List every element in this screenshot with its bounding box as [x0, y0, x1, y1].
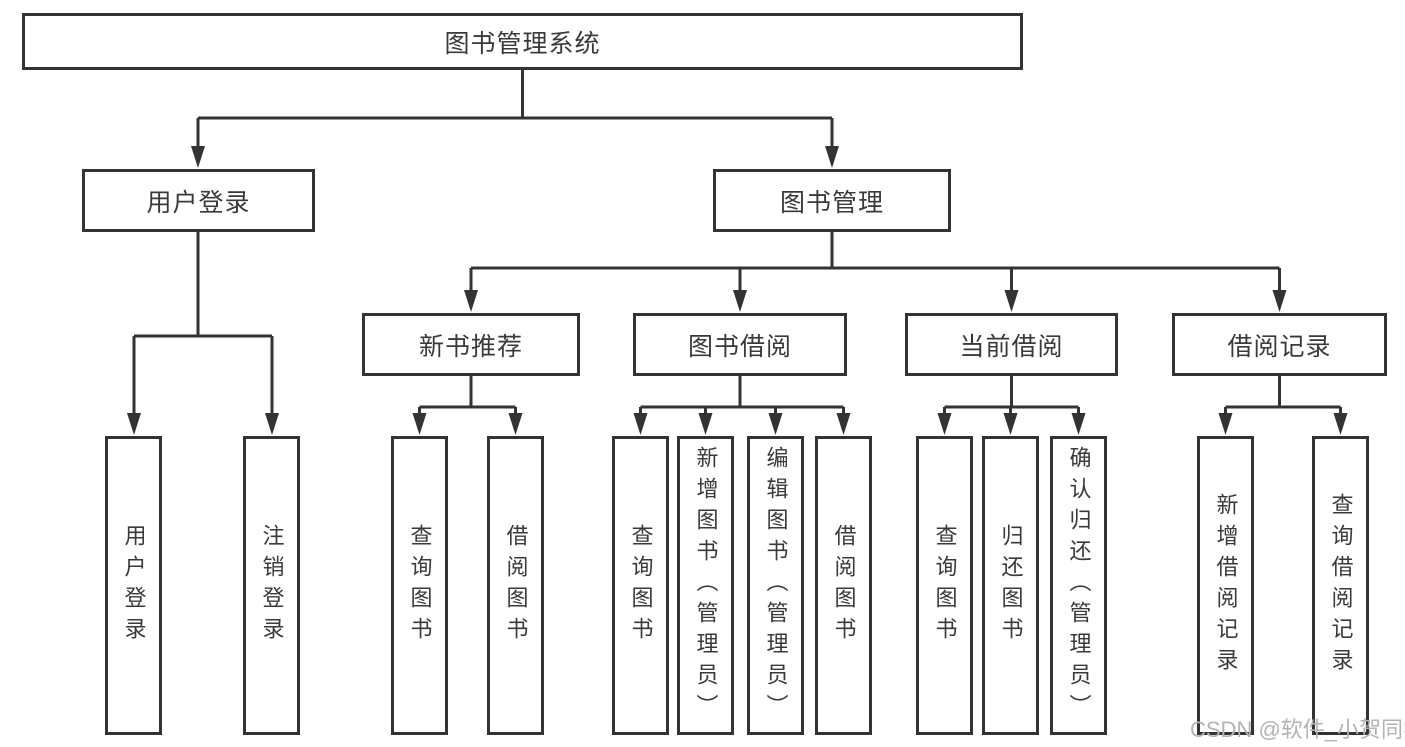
arrowhead: [825, 146, 839, 168]
leaf-query-borrow-record: 查询借阅记录: [1312, 436, 1369, 735]
leaf-borrow-book-rec: 借阅图书: [487, 436, 544, 735]
leaf-add-borrow-record: 新增借阅记录: [1197, 436, 1254, 735]
leaf-query-book-current: 查询图书: [916, 436, 973, 735]
node-borrow-record: 借阅记录: [1172, 313, 1387, 376]
leaf-edit-book: 编辑图书（管理员）: [747, 436, 804, 735]
node-root-label: 图书管理系统: [444, 29, 601, 58]
leaf-confirm-return: 确认归还（管理员）: [1050, 436, 1107, 735]
leaf-borrow-book-rec-label: 借阅图书: [503, 523, 529, 648]
leaf-confirm-return-label: 确认归还（管理员）: [1066, 446, 1092, 725]
arrowhead: [265, 413, 279, 435]
leaf-query-borrow-record-label: 查询借阅记录: [1328, 492, 1354, 679]
wire-new-book-rec-to-leaves: [418, 376, 517, 417]
leaf-query-book-borrow-label: 查询图书: [628, 523, 654, 648]
node-book-borrow: 图书借阅: [633, 313, 847, 376]
arrowhead: [1272, 290, 1287, 312]
node-current-borrow-label: 当前借阅: [959, 332, 1064, 361]
arrowhead: [1003, 413, 1018, 435]
arrowhead: [1071, 413, 1086, 435]
leaf-borrow-book-borrow: 借阅图书: [815, 436, 872, 735]
arrowhead: [836, 413, 851, 435]
wire-user-login-to-leaves: [132, 232, 274, 417]
arrowhead: [464, 290, 478, 312]
arrowhead: [768, 413, 783, 435]
wire-book-mgmt-to-level3: [469, 232, 1281, 294]
node-book-mgmt-label: 图书管理: [779, 188, 884, 217]
arrowhead: [937, 413, 952, 435]
leaf-query-book-current-label: 查询图书: [932, 523, 958, 648]
node-current-borrow: 当前借阅: [905, 313, 1118, 376]
leaf-logout-label: 注销登录: [259, 523, 285, 648]
leaf-user-login-label: 用户登录: [121, 523, 147, 648]
arrowhead: [633, 413, 648, 435]
node-new-book-rec-label: 新书推荐: [418, 332, 523, 361]
arrowhead: [127, 413, 141, 435]
node-root: 图书管理系统: [22, 13, 1023, 70]
node-user-login: 用户登录: [82, 169, 315, 232]
node-borrow-record-label: 借阅记录: [1227, 332, 1332, 361]
arrowhead: [1333, 413, 1348, 435]
wire-current-borrow-to-leaves: [943, 376, 1080, 417]
wire-borrow-record-to-leaves: [1224, 376, 1342, 417]
arrowheads: [127, 146, 1348, 435]
leaf-add-borrow-record-label: 新增借阅记录: [1213, 492, 1239, 679]
leaf-borrow-book-borrow-label: 借阅图书: [831, 523, 857, 648]
node-book-mgmt: 图书管理: [713, 169, 951, 232]
wire-book-borrow-to-leaves: [639, 376, 845, 417]
wire-root-to-level2: [196, 70, 834, 150]
csdn-watermark: CSDN @软件_小贺同学: [1190, 717, 1405, 742]
arrowhead: [698, 413, 713, 435]
leaf-query-book-rec: 查询图书: [391, 436, 448, 735]
leaf-return-book: 归还图书: [982, 436, 1039, 735]
arrowhead: [412, 413, 427, 435]
leaf-add-book: 新增图书（管理员）: [677, 436, 734, 735]
leaf-logout: 注销登录: [243, 436, 300, 735]
leaf-edit-book-label: 编辑图书（管理员）: [763, 446, 789, 725]
leaf-user-login: 用户登录: [105, 436, 162, 735]
node-new-book-rec: 新书推荐: [362, 313, 580, 376]
arrowhead: [1218, 413, 1233, 435]
leaf-query-book-borrow: 查询图书: [612, 436, 669, 735]
leaf-return-book-label: 归还图书: [998, 523, 1024, 648]
node-user-login-label: 用户登录: [146, 188, 251, 217]
arrowhead: [733, 290, 747, 312]
node-book-borrow-label: 图书借阅: [687, 332, 792, 361]
arrowhead: [508, 413, 523, 435]
arrowhead: [191, 146, 205, 168]
arrowhead: [1004, 290, 1019, 312]
leaf-add-book-label: 新增图书（管理员）: [693, 446, 719, 725]
leaf-query-book-rec-label: 查询图书: [407, 523, 433, 648]
